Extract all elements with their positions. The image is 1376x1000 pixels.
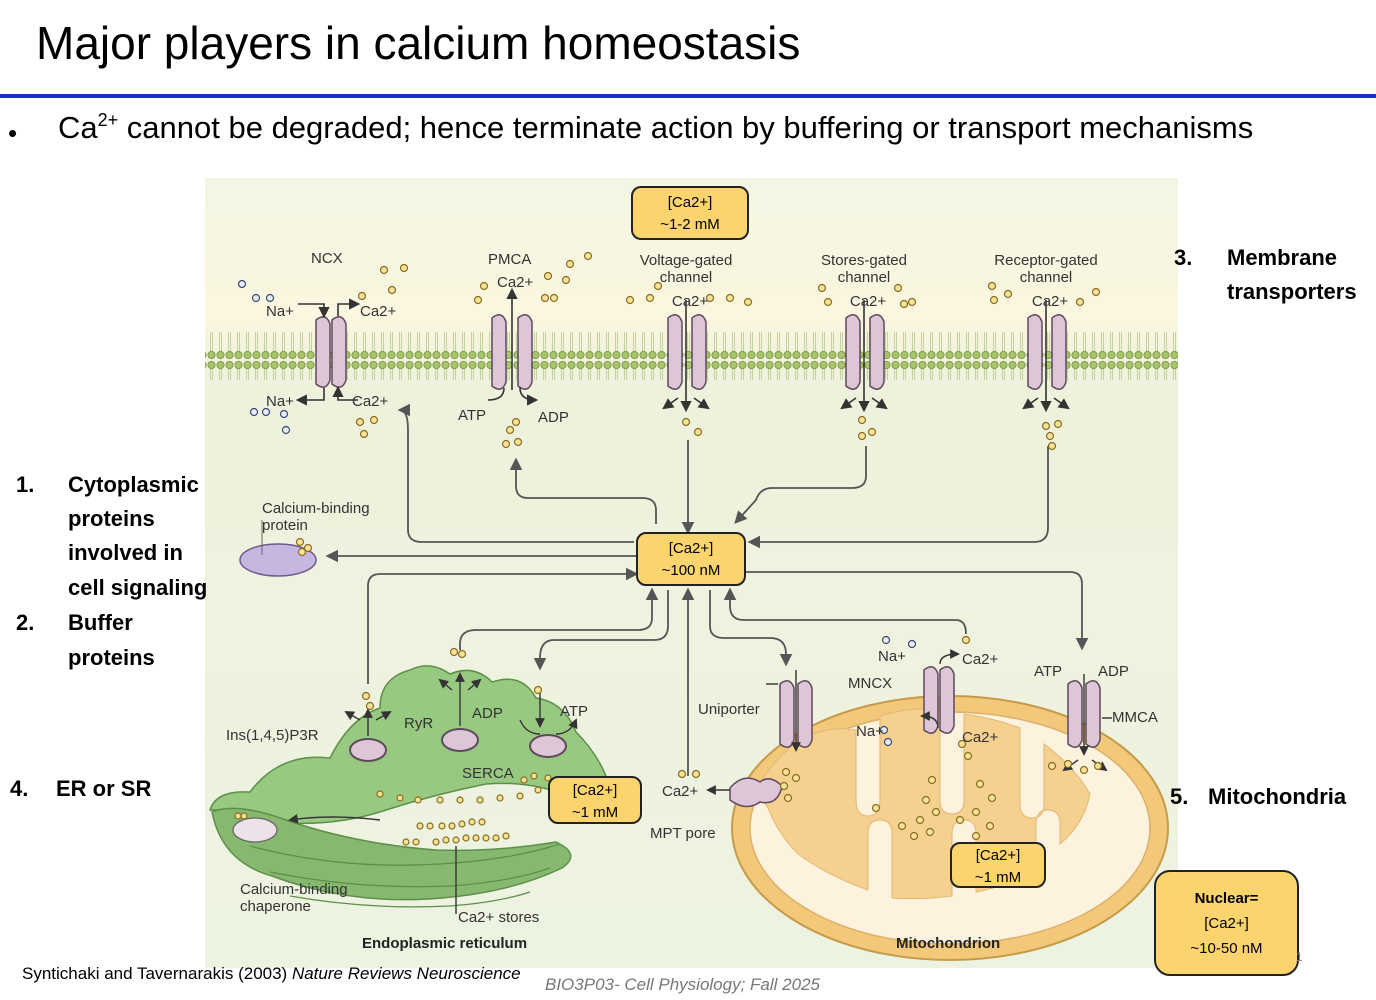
serca-label: SERCA	[462, 765, 514, 782]
ncx-label: NCX	[311, 250, 343, 267]
endoplasmic-reticulum	[208, 665, 607, 914]
calcium-binding-protein-icon	[239, 543, 317, 577]
mito-adp-label: ADP	[1098, 663, 1129, 680]
label-er-sr: 4. ER or SR	[10, 772, 210, 806]
citation: Syntichaki and Tavernarakis (2003) Natur…	[22, 964, 521, 984]
course-footer: BIO3P03- Cell Physiology; Fall 2025	[545, 975, 820, 994]
pmca-atp-label: ATP	[458, 407, 486, 424]
pmca-pump-icon	[491, 314, 533, 390]
bullet-sup: 2+	[97, 110, 119, 130]
ncx-ca-in-label: Ca2+	[352, 393, 389, 410]
callout-value: ~10-50 nM	[1190, 940, 1263, 957]
mito-ca-out-label: Ca2+	[962, 651, 999, 668]
ncx-na-in-label: Na+	[266, 393, 294, 410]
callout-value: ~1 mM	[974, 869, 1022, 886]
voltage-gated-channel-icon	[667, 314, 707, 390]
receptor-gated-channel-icon	[1027, 314, 1067, 390]
ncx-na-out-label: Na+	[266, 303, 294, 320]
stores-gated-ca-label: Ca2+	[850, 293, 887, 310]
label-line: proteins	[68, 645, 155, 670]
er-ca-callout: [Ca2+] ~1 mM	[548, 776, 642, 824]
label-line: Buffer	[68, 610, 133, 635]
chaperone-label-2: chaperone	[240, 898, 311, 915]
er-atp-label: ATP	[560, 703, 588, 720]
callout-label: [Ca2+]	[1204, 915, 1249, 932]
label-number: 4.	[10, 776, 29, 801]
label-line: cell signaling	[68, 575, 208, 600]
mito-na-in-label: Na+	[856, 723, 884, 740]
mpt-ca-label: Ca2+	[662, 783, 699, 800]
ryr-label: RyR	[404, 715, 433, 732]
label-line: involved in	[68, 540, 183, 565]
stores-gated-label-2: channel	[838, 269, 891, 286]
mpt-pore-label: MPT pore	[650, 825, 716, 842]
receptor-gated-label-2: channel	[1020, 269, 1073, 286]
label-number: 5.	[1170, 784, 1189, 809]
pmca-ca-label: Ca2+	[497, 274, 534, 291]
callout-label: [Ca2+]	[975, 847, 1021, 864]
page-number: 1	[1296, 950, 1303, 964]
calcium-ion-icons	[234, 251, 1103, 846]
label-cytoplasmic-proteins: 1. Cytoplasmic proteins involved in cell…	[16, 468, 216, 608]
pmca-adp-label: ADP	[538, 409, 569, 426]
stores-gated-label-1: Stores-gated	[821, 252, 907, 269]
callout-label: [Ca2+]	[667, 194, 713, 211]
label-number: 2.	[16, 610, 35, 635]
voltage-gated-label-1: Voltage-gated	[640, 252, 733, 269]
label-membrane-transporters: 3. Membrane transporters	[1174, 241, 1374, 311]
label-buffer-proteins: 2. Buffer proteins	[16, 606, 216, 676]
callout-label: [Ca2+]	[572, 782, 618, 799]
callout-title: Nuclear=	[1194, 890, 1259, 907]
callout-label: [Ca2+]	[668, 540, 714, 557]
callout-value: ~100 nM	[661, 562, 721, 579]
uniporter-label: Uniporter	[698, 701, 760, 718]
mncx-label: MNCX	[848, 675, 892, 692]
voltage-gated-ca-label: Ca2+	[672, 293, 709, 310]
ncx-transporter-icon	[315, 316, 347, 388]
sodium-ion-icons	[237, 279, 917, 747]
bullet-text: Ca2+ cannot be degraded; hence terminate…	[58, 110, 1253, 146]
receptor-gated-ca-label: Ca2+	[1032, 293, 1069, 310]
extracellular-ca-callout: [Ca2+] ~1-2 mM	[631, 186, 749, 240]
receptor-gated-label-1: Receptor-gated	[994, 252, 1097, 269]
mito-name-label: Mitochondrion	[896, 935, 1000, 952]
pmca-label: PMCA	[488, 251, 531, 268]
er-name-label: Endoplasmic reticulum	[362, 935, 527, 952]
title-divider	[0, 94, 1376, 98]
cytosol-ca-callout: [Ca2+] ~100 nM	[636, 532, 746, 586]
mito-na-out-label: Na+	[878, 648, 906, 665]
cbp-label-2: protein	[262, 517, 308, 534]
label-number: 1.	[16, 472, 35, 497]
bullet-marker: •	[8, 118, 18, 148]
label-line: Cytoplasmic	[68, 472, 199, 497]
chaperone-icon	[232, 817, 278, 843]
ip3r-label: Ins(1,4,5)P3R	[226, 727, 319, 744]
voltage-gated-label-2: channel	[660, 269, 713, 286]
cbp-label-1: Calcium-binding	[262, 500, 370, 517]
nuclear-ca-callout: Nuclear= [Ca2+] ~10-50 nM	[1154, 870, 1299, 976]
mito-ca-in-label: Ca2+	[962, 729, 999, 746]
bullet-prefix: Ca	[58, 110, 98, 145]
mito-ca-callout: [Ca2+] ~1 mM	[950, 842, 1046, 888]
chaperone-label-1: Calcium-binding	[240, 881, 348, 898]
citation-authors: Syntichaki and Tavernarakis (2003)	[22, 964, 292, 983]
bullet-body: cannot be degraded; hence terminate acti…	[118, 110, 1254, 145]
ncx-ca-out-label: Ca2+	[360, 303, 397, 320]
mmca-label: MMCA	[1112, 709, 1158, 726]
callout-value: ~1-2 mM	[660, 216, 720, 233]
er-adp-label: ADP	[472, 705, 503, 722]
label-line: Mitochondria	[1208, 784, 1347, 809]
mito-atp-label: ATP	[1034, 663, 1062, 680]
label-mitochondria: 5. Mitochondria	[1170, 780, 1370, 814]
label-number: 3.	[1174, 245, 1193, 270]
citation-journal: Nature Reviews Neuroscience	[291, 964, 521, 983]
label-line: Membrane	[1227, 245, 1338, 270]
label-line: ER or SR	[56, 776, 152, 801]
label-line: transporters	[1227, 279, 1357, 304]
ca-stores-label: Ca2+ stores	[458, 909, 539, 926]
slide-title: Major players in calcium homeostasis	[36, 17, 801, 69]
label-line: proteins	[68, 506, 155, 531]
callout-value: ~1 mM	[571, 804, 619, 821]
stores-gated-channel-icon	[845, 314, 885, 390]
